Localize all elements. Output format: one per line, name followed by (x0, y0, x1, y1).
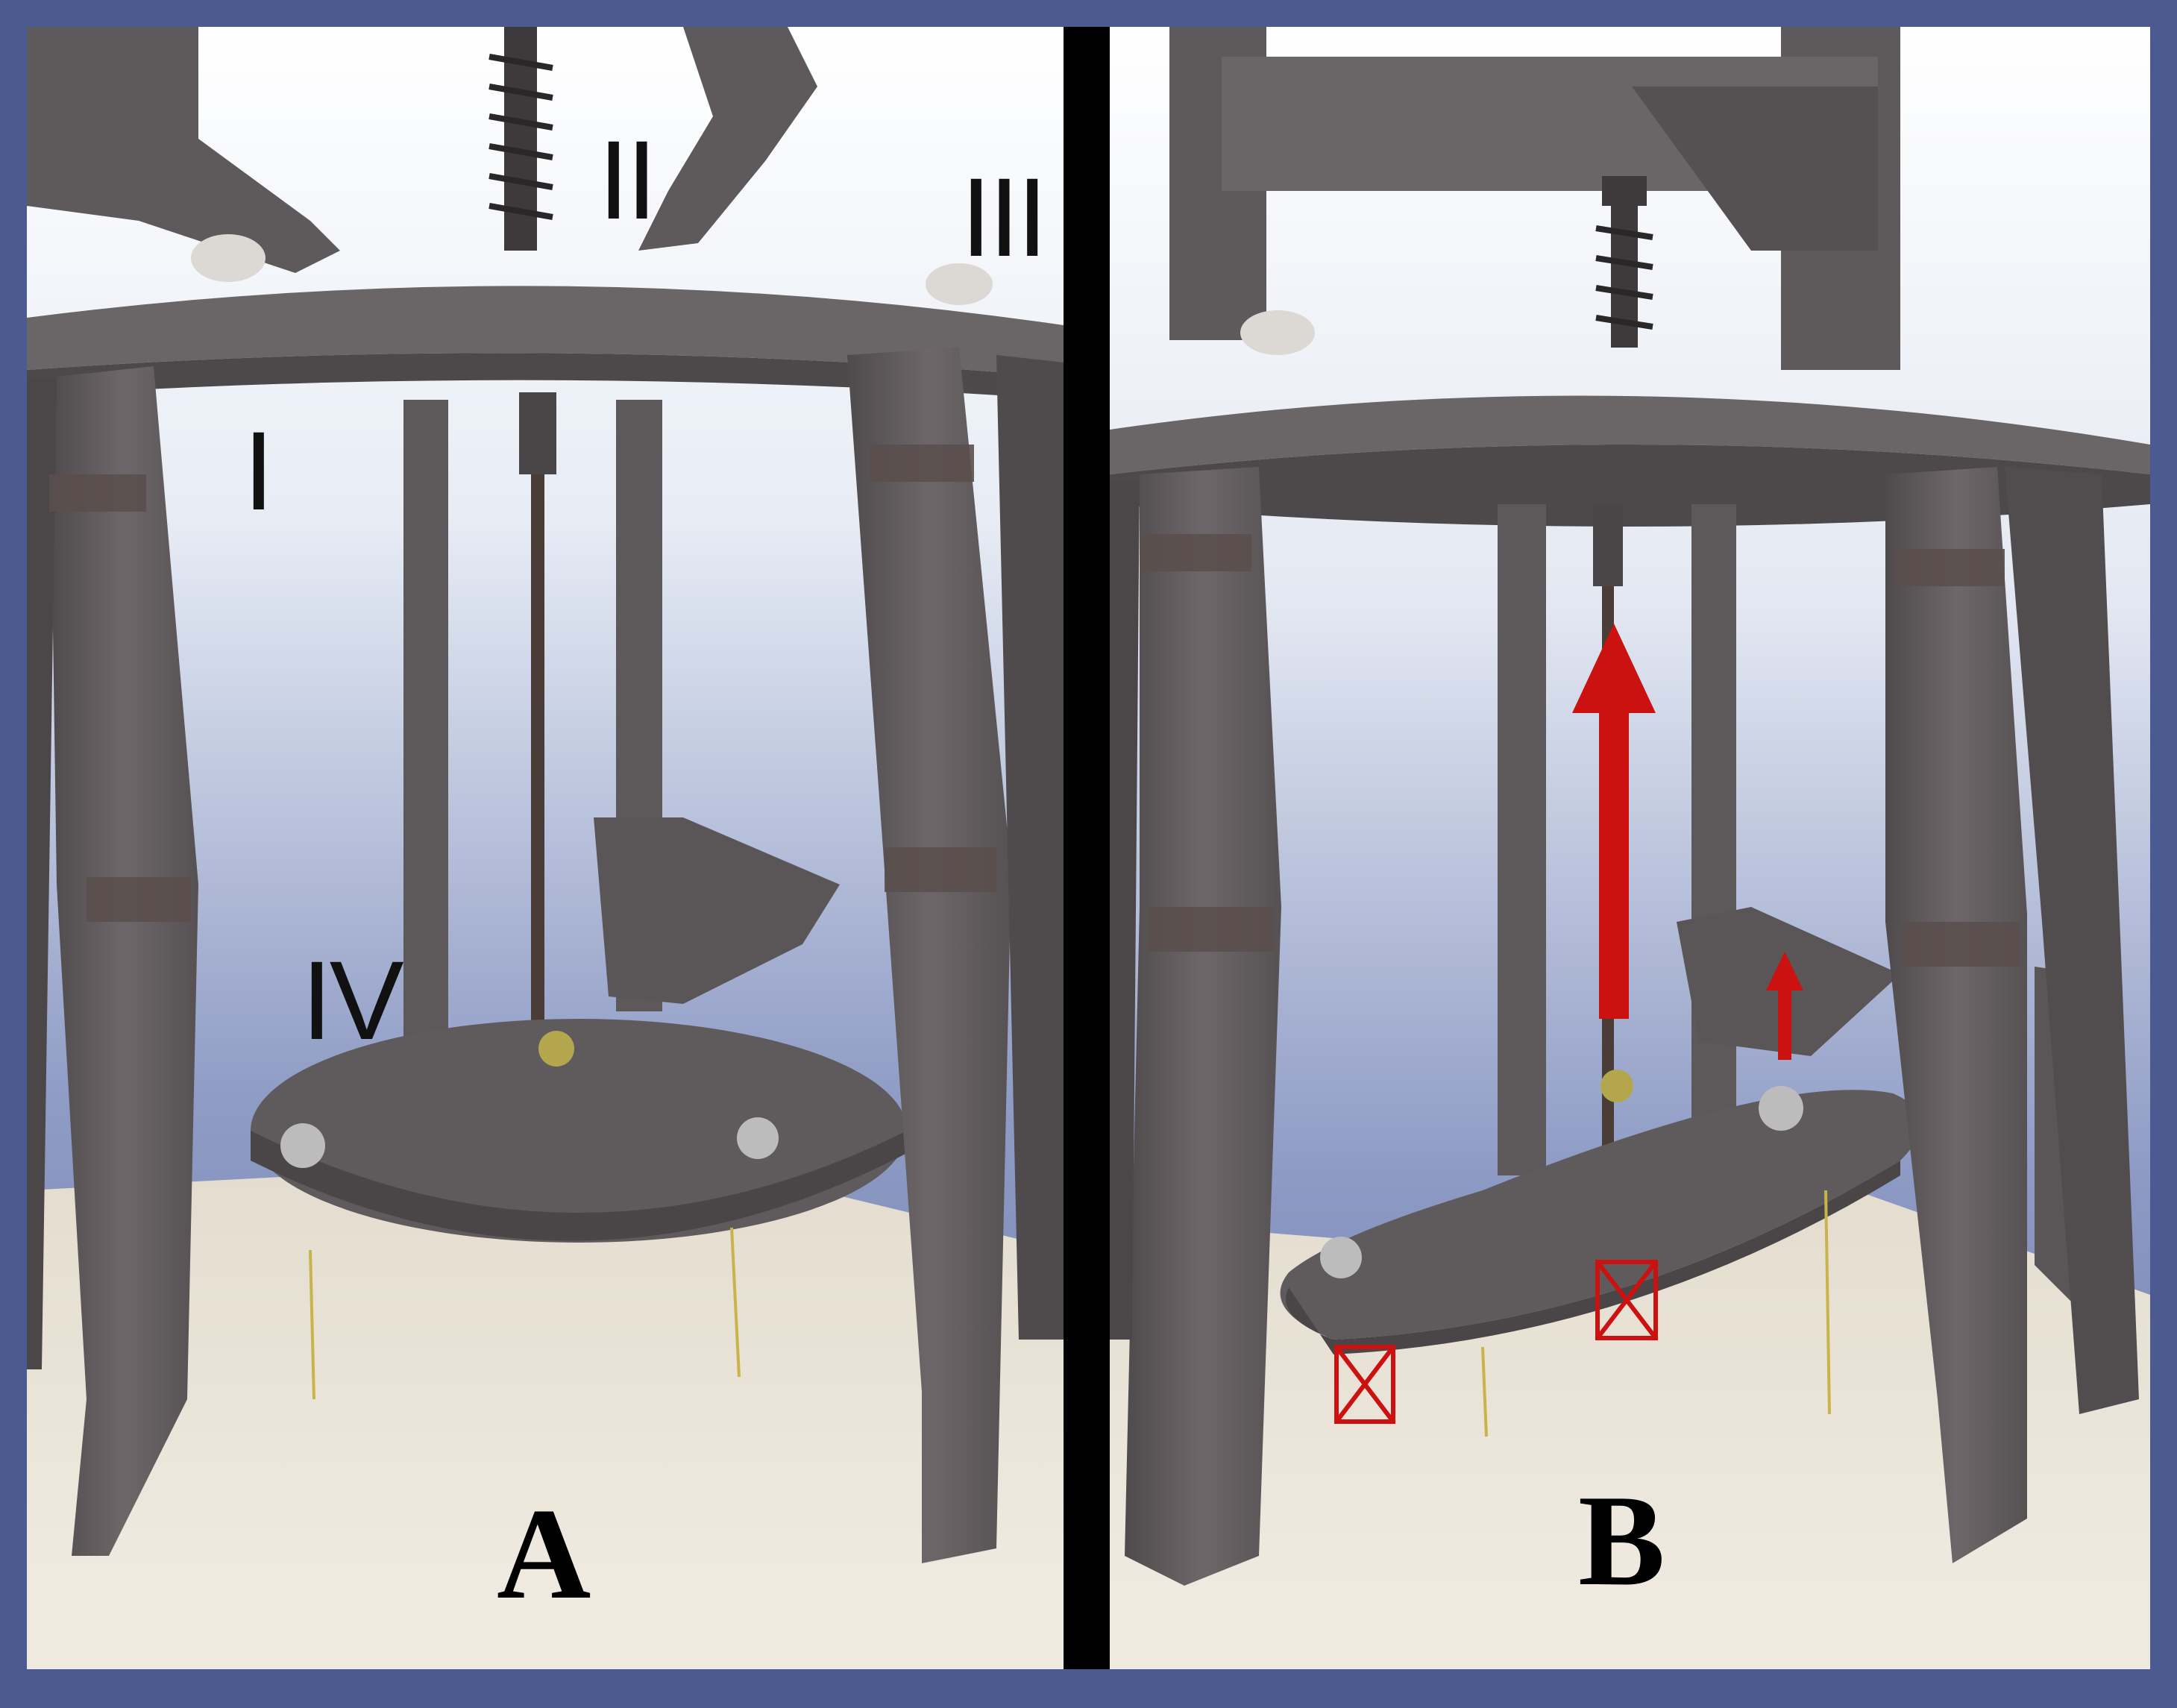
panel-a-photo (27, 27, 1064, 1669)
panel-b-photo (1110, 27, 2150, 1669)
small-up-arrow-icon (1766, 952, 1803, 1060)
label-i: I (243, 408, 274, 533)
large-up-arrow-icon (1572, 624, 1656, 1019)
label-iii: III (961, 154, 1048, 280)
label-ii: II (598, 117, 657, 242)
panel-letter-b: B (1578, 1468, 1665, 1613)
x-box-icon (1595, 1260, 1658, 1340)
panel-letter-a: A (497, 1481, 591, 1626)
x-box-icon (1334, 1345, 1395, 1424)
panel-divider (1064, 27, 1110, 1669)
label-iv: IV (301, 938, 404, 1063)
panel-b: B (1110, 27, 2150, 1669)
panel-b-annotations (1334, 624, 1803, 1424)
panel-a: II III I IV A (27, 27, 1064, 1669)
